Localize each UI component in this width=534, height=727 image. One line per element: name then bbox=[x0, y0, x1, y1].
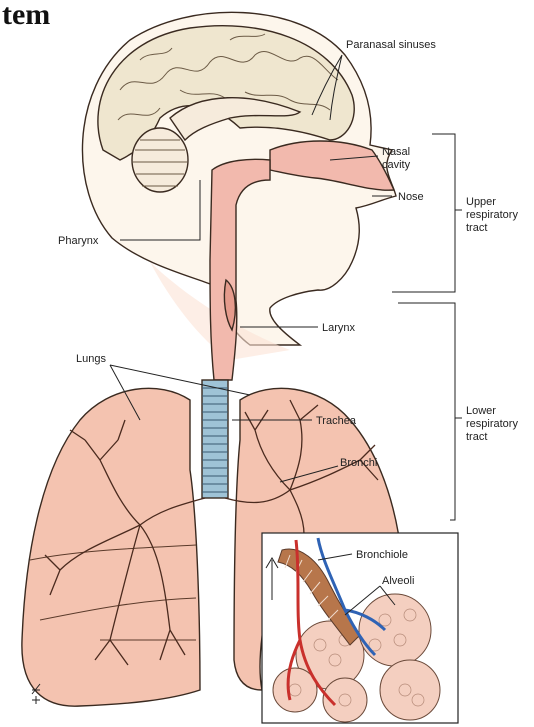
label-bronchi: Bronchi bbox=[340, 457, 377, 469]
label-nose: Nose bbox=[398, 191, 424, 203]
label-nasal-cavity-1: Nasal bbox=[382, 146, 410, 158]
lower-bracket bbox=[398, 303, 455, 520]
label-lower-1: Lower bbox=[466, 405, 496, 417]
label-paranasal-sinuses: Paranasal sinuses bbox=[346, 39, 436, 51]
cerebellum bbox=[132, 128, 188, 192]
trachea-tube bbox=[202, 380, 228, 498]
title-fragment: tem bbox=[2, 0, 50, 31]
right-lung bbox=[22, 388, 200, 706]
label-bronchiole: Bronchiole bbox=[356, 549, 408, 561]
label-alveoli: Alveoli bbox=[382, 575, 414, 587]
label-larynx: Larynx bbox=[322, 322, 356, 334]
label-upper-1: Upper bbox=[466, 196, 496, 208]
label-lower-2: respiratory bbox=[466, 418, 518, 430]
label-lower-3: tract bbox=[466, 431, 487, 443]
label-trachea: Trachea bbox=[316, 415, 357, 427]
label-lungs: Lungs bbox=[76, 353, 106, 365]
label-pharynx: Pharynx bbox=[58, 235, 99, 247]
label-nasal-cavity-2: cavity bbox=[382, 159, 411, 171]
label-upper-2: respiratory bbox=[466, 209, 518, 221]
label-upper-3: tract bbox=[466, 222, 487, 234]
